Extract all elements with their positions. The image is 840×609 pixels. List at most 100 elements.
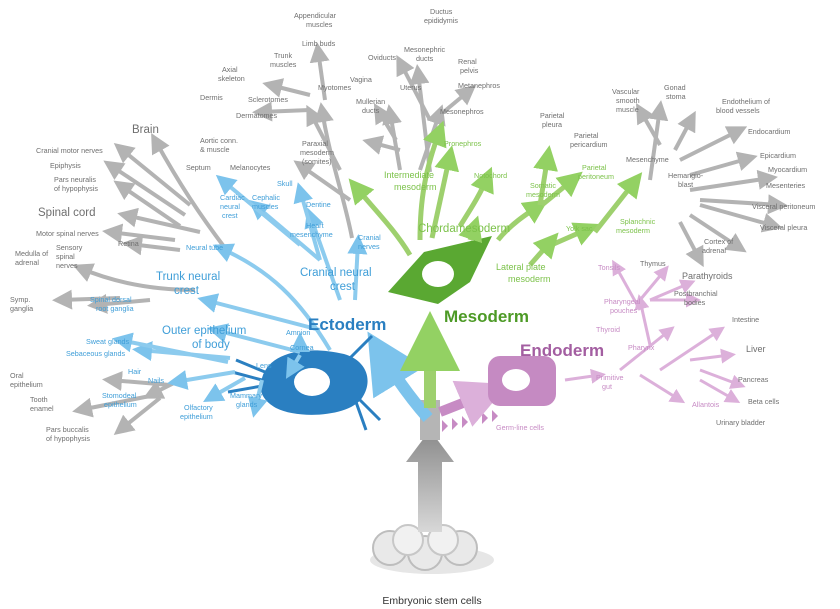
label-septum: Septum	[186, 163, 211, 172]
endoderm-branch-arrow	[438, 380, 509, 427]
label-limb-buds: Limb buds	[302, 39, 336, 48]
label-spinal-cord: Spinal cord	[38, 207, 96, 219]
mesoderm-cell	[388, 236, 492, 304]
label-retina: Retina	[118, 239, 139, 248]
label-thyroid: Thyroid	[596, 325, 620, 334]
label-chordamesoderm: Chordamesoderm	[418, 223, 510, 235]
label-sclerotomes: Sclerotomes	[248, 95, 288, 104]
label-nails: Nails	[148, 376, 164, 385]
label-sebaceous-glands: Sebaceous glands	[66, 349, 126, 358]
ectoderm-title: Ectoderm	[308, 315, 386, 334]
label-dentine: Dentine	[306, 200, 331, 209]
label-melanocytes: Melanocytes	[230, 163, 271, 172]
label-oviducts: Oviducts	[368, 53, 396, 62]
label-parathyroids: Parathyroids	[682, 271, 733, 281]
label-allantois: Allantois	[692, 400, 720, 409]
label-thymus: Thymus	[640, 259, 666, 268]
lateral-gray-branches	[636, 100, 788, 268]
label-skull: Skull	[277, 179, 293, 188]
label-visceral-peritoneum: Visceral peritoneum	[752, 202, 815, 211]
endoderm-pink-branches	[564, 259, 746, 404]
label-pronephros: Pronephros	[444, 139, 482, 148]
ectoderm-gray-labels: Brain Cranial motor nerves Epiphysis Par…	[10, 124, 271, 443]
label-myotomes: Myotomes	[318, 83, 352, 92]
label-symp-ganglia: Symp.ganglia	[10, 295, 33, 313]
label-myocardium: Myocardium	[768, 165, 807, 174]
stem-cell-cluster	[370, 524, 494, 574]
label-sweat-glands: Sweat glands	[86, 337, 130, 346]
label-uterus: Uterus	[400, 83, 422, 92]
label-lens: Lens	[256, 361, 272, 370]
label-motor-spinal-nerves: Motor spinal nerves	[36, 229, 99, 238]
germline-chevrons	[442, 410, 498, 432]
label-notochord: Notochord	[474, 171, 507, 180]
label-hemangioblast: Hemangio-blast	[668, 171, 704, 189]
label-hair: Hair	[128, 367, 142, 376]
label-cranial-motor-nerves: Cranial motor nerves	[36, 146, 103, 155]
label-metanephros: Metanephros	[458, 81, 500, 90]
label-endocardium: Endocardium	[748, 127, 790, 136]
endoderm-title: Endoderm	[520, 341, 604, 360]
label-aortic-conn: Aortic conn.& muscle	[200, 136, 238, 154]
label-pancreas: Pancreas	[738, 375, 769, 384]
footer-label: Embryonic stem cells	[382, 595, 481, 607]
label-dermatomes: Dermatomes	[236, 111, 278, 120]
label-visceral-pleura: Visceral pleura	[760, 223, 807, 232]
ectoderm-branch-arrow	[367, 331, 433, 422]
label-liver: Liver	[746, 344, 766, 354]
label-epiphysis: Epiphysis	[50, 161, 81, 170]
ectoderm-gray-branches	[52, 133, 227, 435]
label-urinary-bladder: Urinary bladder	[716, 418, 766, 427]
endoderm-cell	[488, 356, 556, 406]
label-mesenteries: Mesenteries	[766, 181, 806, 190]
label-vagina: Vagina	[350, 75, 372, 84]
label-amnion: Amnion	[286, 328, 310, 337]
label-epicardium: Epicardium	[760, 151, 796, 160]
mesoderm-gray-branches	[252, 42, 477, 239]
label-mesenchyme: Mesenchyme	[626, 155, 669, 164]
label-pharynx: Pharynx	[628, 343, 655, 352]
label-dermis: Dermis	[200, 93, 223, 102]
mesoderm-green-branches	[348, 120, 643, 267]
label-mesonephros: Mesonephros	[440, 107, 484, 116]
label-brain: Brain	[132, 124, 159, 136]
mesoderm-title: Mesoderm	[444, 307, 529, 326]
label-yolk-sac: Yolk sac	[566, 224, 593, 233]
